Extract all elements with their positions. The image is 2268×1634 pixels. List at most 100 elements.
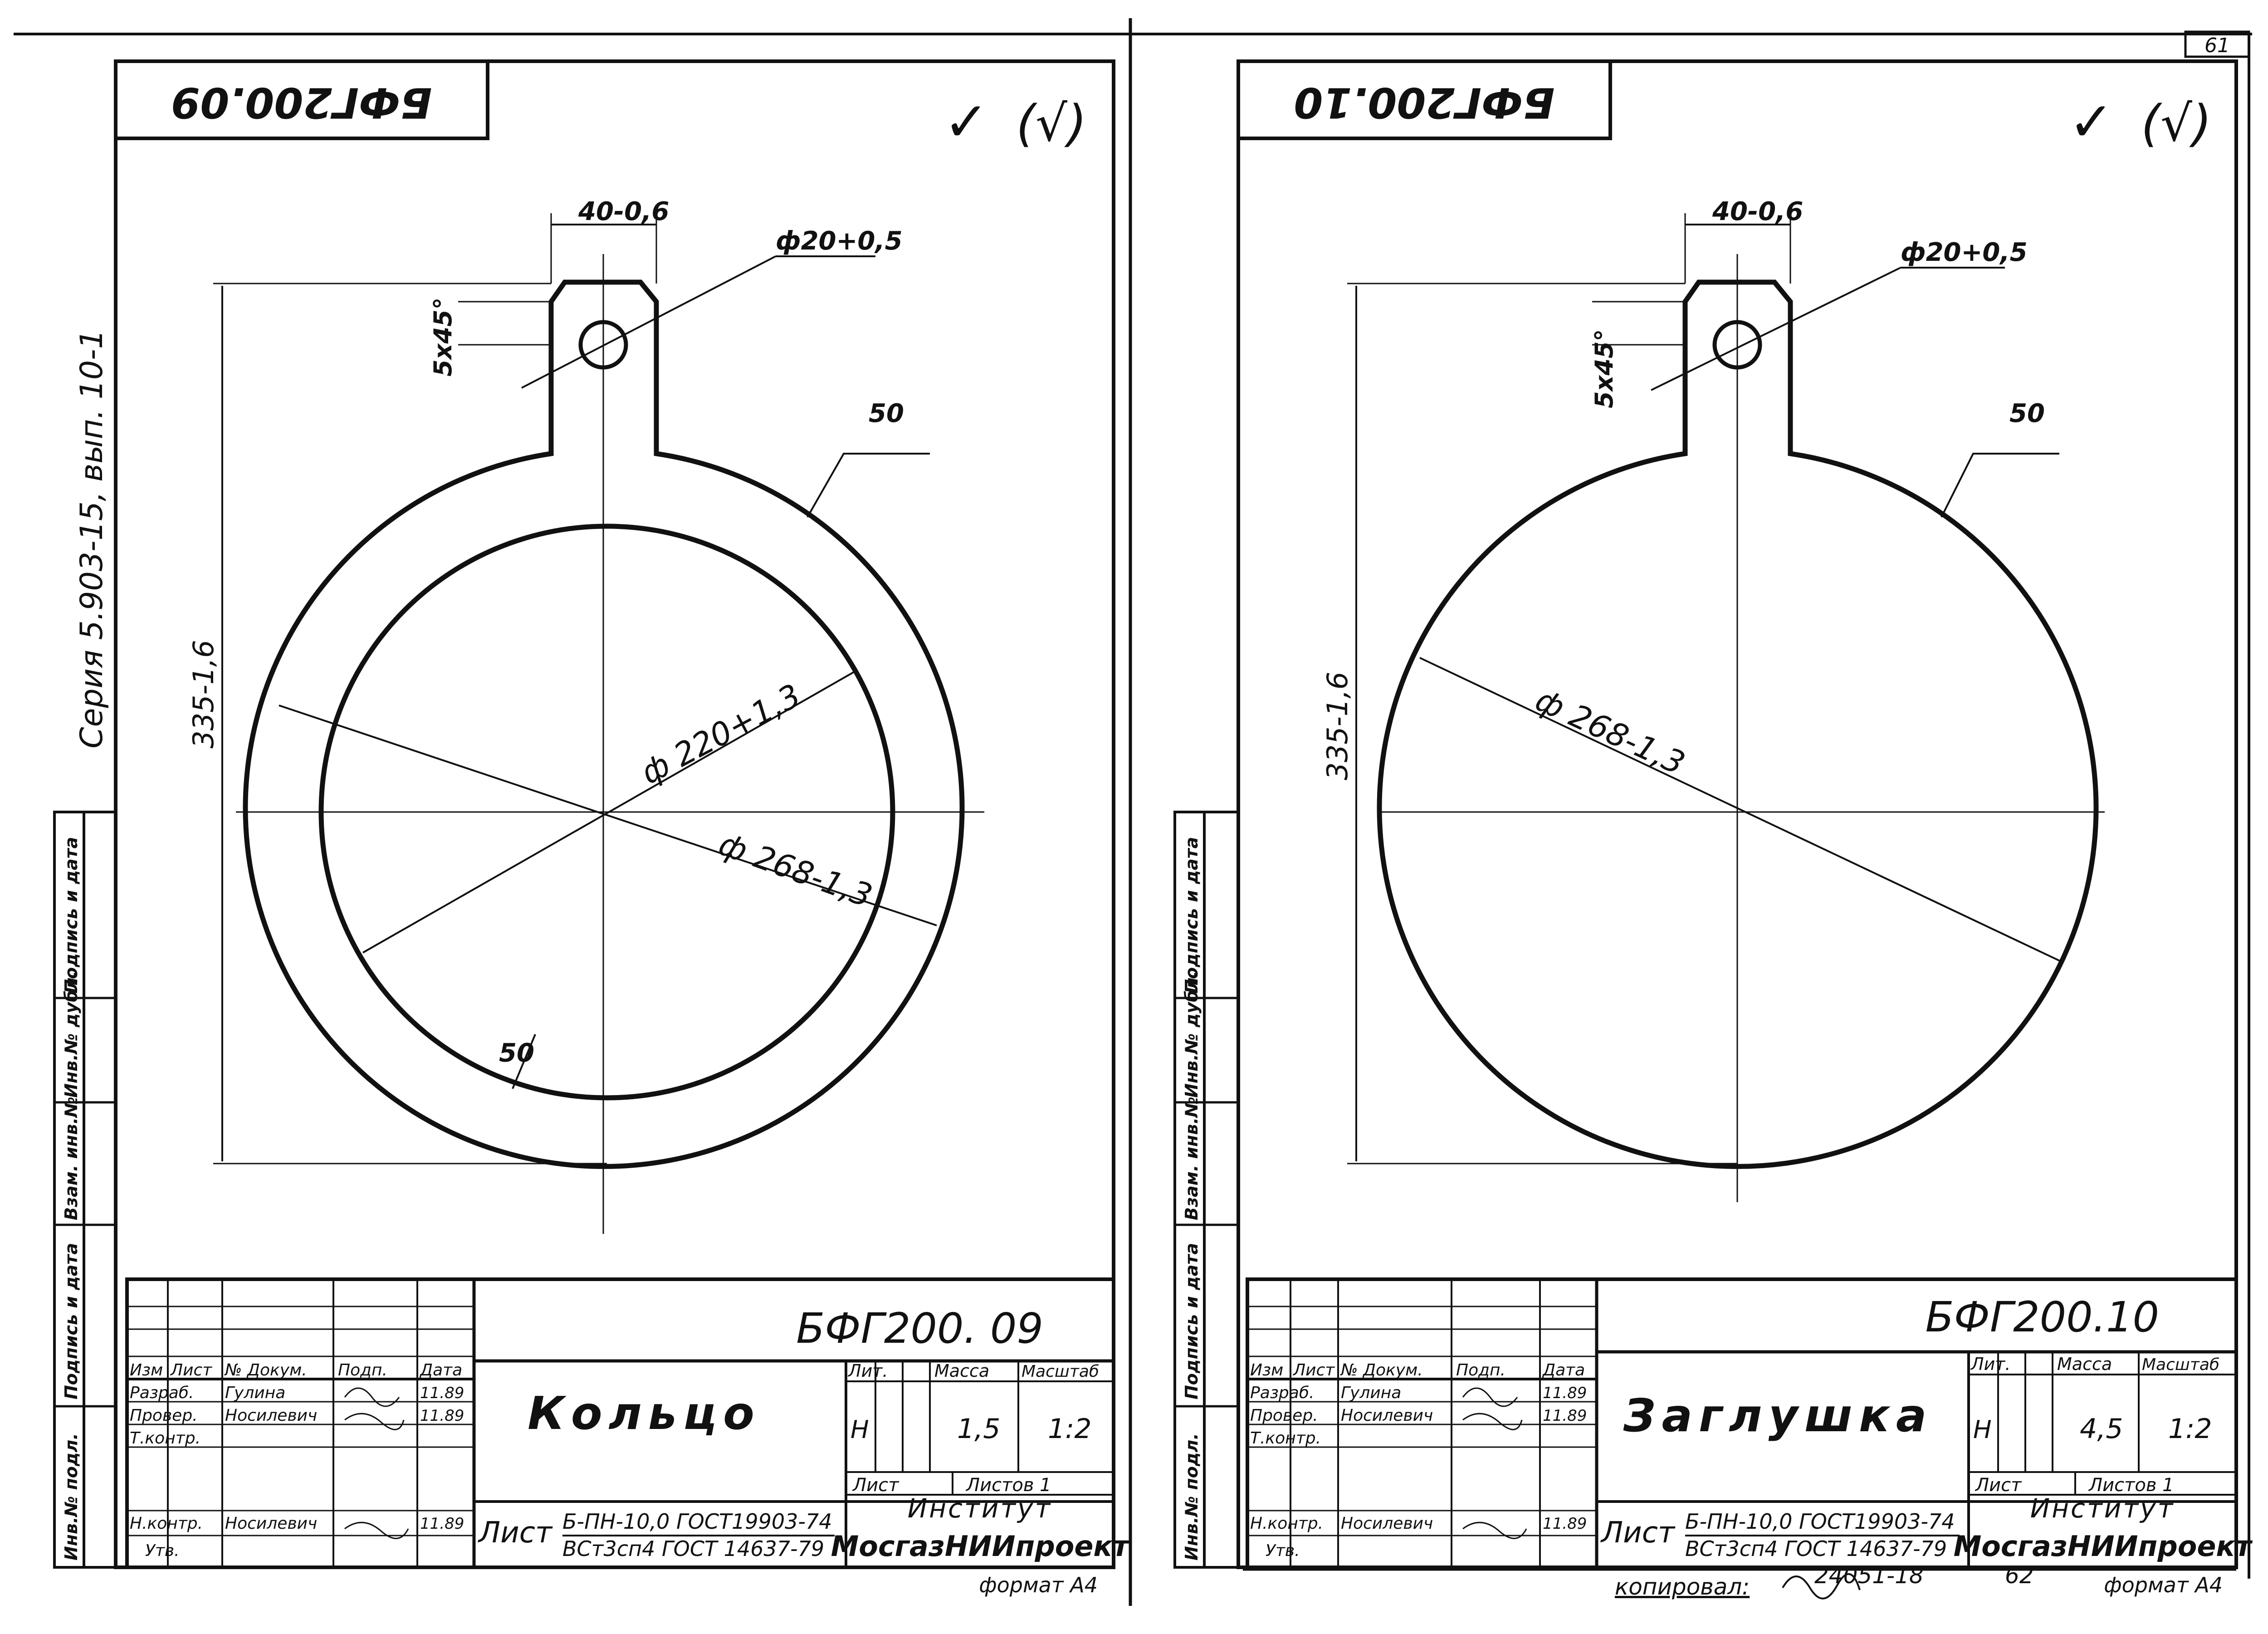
series-label: Серия 5.903-15, вып. 10-1 <box>74 329 110 749</box>
sheet2-title: Заглушка <box>1623 1389 1933 1442</box>
sheet1-dim-hole: ф20+0,5 <box>776 226 903 256</box>
sheet2-roughness-icon: ✓ <box>2068 91 2114 154</box>
sheet1-row1-name: Носилевич <box>225 1406 317 1425</box>
sheet2-head-sign: Подп. <box>1456 1361 1505 1380</box>
sheet1-surface-inner-mark <box>512 1034 536 1089</box>
sheet1-material-1: Б-ПН-10,0 ГОСТ19903-74 <box>562 1509 832 1534</box>
sheet1-code: БФГ200. 09 <box>796 1304 1043 1353</box>
sheet2-lit-label: Лит. <box>1970 1354 2011 1374</box>
sheet1-row0-date: 11.89 <box>420 1384 464 1402</box>
sheet2-row0-name: Гулина <box>1341 1384 1401 1402</box>
sheet1-dim-inner: ф 220+1,3 <box>635 677 807 792</box>
sheet2-institute-1: Институт <box>2030 1493 2175 1524</box>
sheet2-hole-leader <box>1651 267 1901 391</box>
side1-sign-date-2: Подпись и дата <box>61 837 81 993</box>
archive-no: 24051-18 <box>1814 1562 1924 1589</box>
sheet1-sheet-label: Лист <box>852 1475 899 1496</box>
sheet1-row1-role: Провер. <box>130 1406 198 1425</box>
sheet2-material-2: ВСт3сп4 ГОСТ 14637-79 <box>1685 1536 1947 1561</box>
sheet2-head-date: Дата <box>1542 1361 1585 1380</box>
side1-sign-date-1: Подпись и дата <box>61 1243 81 1399</box>
side2-inv-podl: Инв.№ подл. <box>1182 1433 1202 1561</box>
page-number: 61 <box>2204 34 2230 57</box>
sheet1-surface-inner: 50 <box>499 1038 534 1068</box>
sheet2-head-izm: Изм <box>1250 1361 1283 1380</box>
sheet1-scale-label: Масштаб <box>1022 1362 1099 1381</box>
sheet2-title-block <box>1246 1277 2238 1569</box>
side2-vzam: Взам. инв.№ <box>1182 1097 1202 1221</box>
sheet1-outer-contour <box>243 279 965 1169</box>
sheet1-title-block <box>125 1277 1115 1569</box>
sheet2-dim-outer: ф 268-1,3 <box>1530 681 1691 782</box>
sheet1-lit-label: Лит. <box>847 1361 888 1381</box>
sheet2-material-1: Б-ПН-10,0 ГОСТ19903-74 <box>1685 1509 1955 1534</box>
side-stamp-1: Инв.№ подл. Подпись и дата Взам. инв.№ И… <box>53 811 117 1569</box>
copy-note: копировал: <box>1615 1574 1750 1600</box>
sheet2-dim-hole: ф20+0,5 <box>1901 238 2028 267</box>
sheet1-sheets-label: Листов 1 <box>965 1475 1051 1496</box>
sheet2-mass-label: Масса <box>2057 1354 2112 1374</box>
sheet1-material-2: ВСт3сп4 ГОСТ 14637-79 <box>562 1536 824 1561</box>
sheet1-row4-role: Утв. <box>145 1541 180 1560</box>
copy-signature <box>1782 1573 1861 1600</box>
sheet2-surface-outer-mark <box>1941 453 2059 518</box>
sheet1-title: Кольцо <box>528 1387 761 1440</box>
sheet1-institute-2: МосгазНИИпроект <box>831 1530 1130 1563</box>
side1-inv-podl: Инв.№ подл. <box>61 1433 81 1561</box>
sheet2-surface-outer: 50 <box>2009 399 2045 428</box>
page-number-box <box>2184 30 2250 58</box>
sheet1-institute-1: Институт <box>908 1493 1052 1524</box>
sheet2-signature <box>1462 1387 1527 1539</box>
side2-dubl: Инв.№ дубл. <box>1182 971 1202 1098</box>
sheet1-code-mirrored: БФГ200.09 <box>171 78 432 127</box>
sheet2-dim-width: 40-0,6 <box>1712 197 1803 226</box>
sheet1-row3-role: Н.контр. <box>130 1514 203 1533</box>
archive-page: 62 <box>2005 1562 2034 1589</box>
sheet1-row1-date: 11.89 <box>420 1407 464 1425</box>
sheet1-row3-date: 11.89 <box>420 1515 464 1533</box>
sheet2-row1-role: Провер. <box>1250 1406 1318 1425</box>
side-stamp-2: Инв.№ подл. Подпись и дата Взам. инв.№ И… <box>1173 811 1240 1569</box>
sheet2-scale-label: Масштаб <box>2142 1355 2219 1374</box>
sheet2-format: формат А4 <box>2104 1573 2223 1597</box>
sheet2-head-list: Лист <box>1292 1361 1335 1380</box>
sheet2-row0-date: 11.89 <box>1543 1384 1587 1402</box>
sheet1-scale: 1:2 <box>1048 1413 1092 1445</box>
sheet1-dim-height: 335-1,6 <box>187 640 220 749</box>
sheet1-surface-outer: 50 <box>869 399 904 428</box>
sheet1-dim-outer: ф 268-1,3 <box>714 825 877 915</box>
sheet1-row2-role: Т.контр. <box>130 1429 200 1448</box>
sheet1-head-izm: Изм <box>130 1361 163 1380</box>
sheet1-head-list: Лист <box>170 1361 212 1380</box>
sheet1-row3-name: Носилевич <box>225 1514 317 1533</box>
sheet2-code-mirrored: БФГ200.10 <box>1294 78 1555 127</box>
sheet1-inner-dia-line <box>362 670 855 954</box>
sheet1-head-sign: Подп. <box>338 1361 387 1380</box>
sheet2-institute-2: МосгазНИИпроект <box>1954 1530 2253 1563</box>
sheet1-material-prefix: Лист <box>478 1516 553 1550</box>
sheet-plug: БФГ200.10 ✓ (√) ф 268-1,3 335-1,6 40-0,6… <box>1237 59 2253 1569</box>
sheet1-head-date: Дата <box>419 1361 462 1380</box>
sheet1-surface-outer-mark <box>807 453 930 518</box>
sheet1-row0-role: Разраб. <box>130 1384 194 1402</box>
sheet2-row3-name: Носилевич <box>1341 1514 1433 1533</box>
sheet2-material-prefix: Лист <box>1600 1516 1676 1550</box>
sheet2-head-doc: № Докум. <box>1340 1361 1423 1380</box>
side1-dubl: Инв.№ дубл. <box>61 971 81 1098</box>
sheet1-mass-label: Масса <box>934 1361 989 1381</box>
sheet2-outer-dia-line <box>1419 657 2062 963</box>
sheet2-mass: 4,5 <box>2080 1413 2123 1445</box>
sheet1-head-doc: № Докум. <box>224 1361 307 1380</box>
sheet2-dim-chamfer: 5х45° <box>1590 329 1618 408</box>
sheet2-row4-role: Утв. <box>1266 1541 1300 1560</box>
sheet2-row3-role: Н.контр. <box>1250 1514 1323 1533</box>
sheet2-roughness: (√) <box>2141 94 2212 152</box>
sheet1-signature <box>344 1387 409 1539</box>
side2-sign-date-1: Подпись и дата <box>1182 1243 1202 1399</box>
sheet1-code-box <box>114 59 489 140</box>
sheet2-dim-height: 335-1,6 <box>1321 672 1354 780</box>
sheet2-outer-contour <box>1377 279 2099 1169</box>
sheet1-format: формат А4 <box>979 1573 1098 1597</box>
sheet2-row0-role: Разраб. <box>1250 1384 1314 1402</box>
